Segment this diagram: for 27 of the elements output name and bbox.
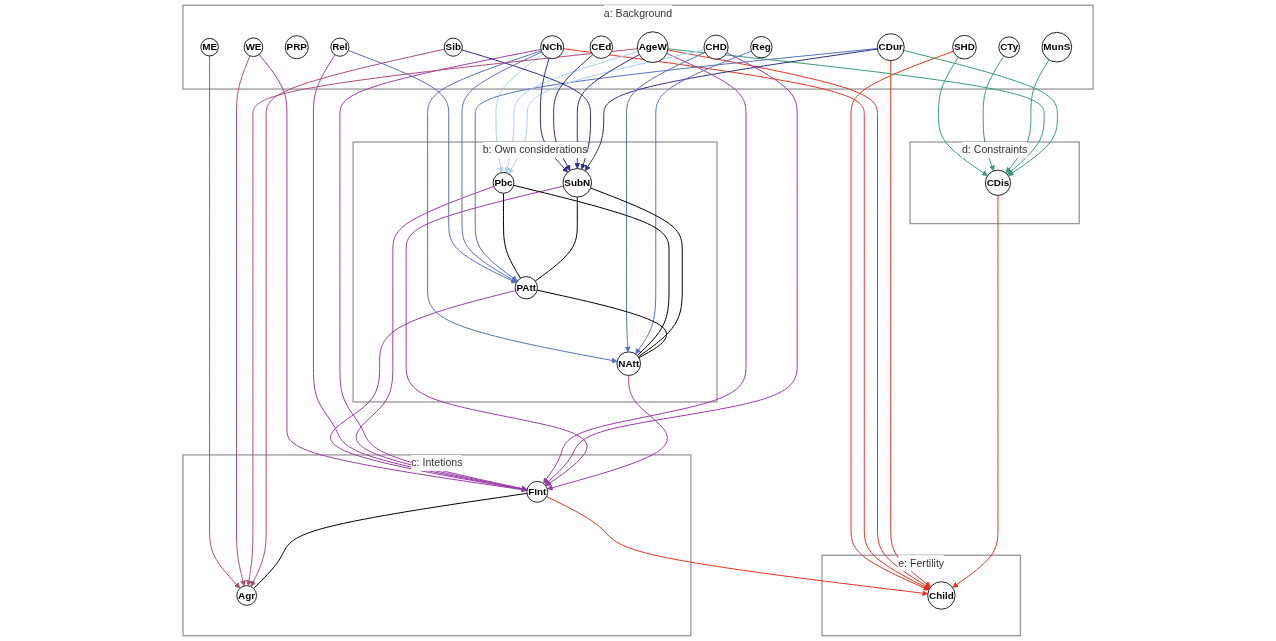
connector bbox=[590, 187, 683, 358]
node-circle: FInt bbox=[526, 480, 549, 503]
node-circle: AgeW bbox=[636, 31, 669, 64]
node-circle: ME bbox=[200, 37, 219, 57]
node-circle: NAtt bbox=[616, 351, 642, 376]
node-circle: PRP bbox=[284, 35, 309, 60]
node-circle: Child bbox=[927, 581, 956, 610]
node-circle: CDur bbox=[876, 33, 905, 62]
node-circle: Pbc bbox=[492, 171, 515, 194]
node-circle: PAtt bbox=[514, 276, 538, 300]
node-circle: CHD bbox=[703, 34, 729, 60]
node-circle: SubN bbox=[562, 168, 593, 198]
node-circle: NCh bbox=[540, 35, 565, 60]
connector bbox=[503, 192, 521, 279]
node-circle: MunS bbox=[1041, 31, 1073, 63]
connector bbox=[536, 289, 667, 359]
node-circle: Sib bbox=[443, 37, 463, 57]
connector bbox=[253, 492, 528, 589]
node-circle: WE bbox=[243, 37, 264, 57]
node-circle: Rel bbox=[330, 37, 350, 57]
node-circle: Agr bbox=[236, 585, 258, 606]
node-circle: CDis bbox=[984, 169, 1012, 196]
node-circle: CTy bbox=[998, 36, 1020, 58]
node-circle: CEd bbox=[589, 35, 614, 59]
connector bbox=[534, 196, 578, 282]
node-circle: SHD bbox=[952, 34, 977, 60]
node-circle: Reg bbox=[750, 35, 773, 59]
